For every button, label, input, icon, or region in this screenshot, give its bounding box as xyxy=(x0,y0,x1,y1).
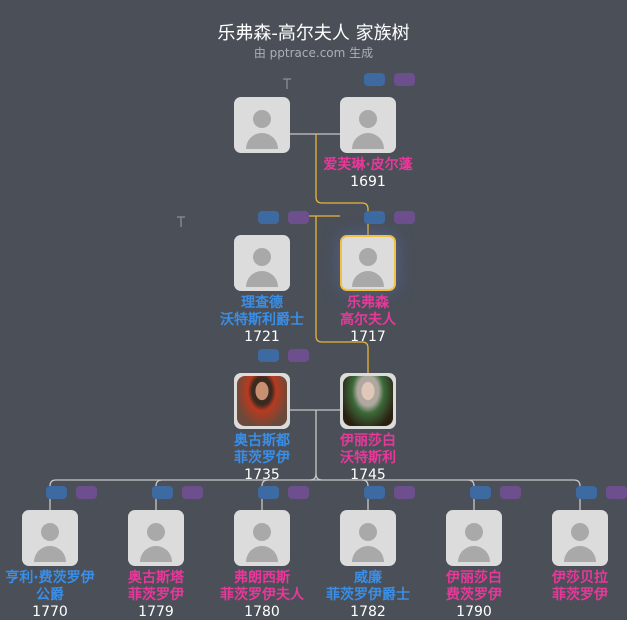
avatar-placeholder-icon xyxy=(147,523,165,541)
parent-tag-mother[interactable] xyxy=(182,486,203,499)
person-name: 菲茨罗伊 xyxy=(552,587,608,603)
person-name: 奥古斯都 xyxy=(234,433,290,449)
person-name: 理查德 xyxy=(241,295,283,311)
parent-tag-father[interactable] xyxy=(258,349,279,362)
person-name: 乐弗森 xyxy=(347,295,389,311)
person-card[interactable] xyxy=(446,510,502,566)
avatar-placeholder-body xyxy=(458,546,490,562)
person-name: 菲茨罗伊夫人 xyxy=(220,587,304,603)
person-card[interactable] xyxy=(234,235,290,291)
person-name: 弗朗西斯 xyxy=(234,570,290,586)
avatar-placeholder-icon xyxy=(359,110,377,128)
person-card[interactable] xyxy=(234,97,290,153)
page-subtitle: 由 pptrace.com 生成 xyxy=(253,46,374,60)
avatar-placeholder-body xyxy=(564,546,596,562)
parent-tag-mother[interactable] xyxy=(394,486,415,499)
birth-year: 1770 xyxy=(32,604,68,620)
person-name: 高尔夫人 xyxy=(340,312,396,328)
birth-year: 1691 xyxy=(350,174,386,190)
parent-tag-father[interactable] xyxy=(46,486,67,499)
parent-tag-father[interactable] xyxy=(258,486,279,499)
parent-tag-mother[interactable] xyxy=(500,486,521,499)
person-name: 威廉 xyxy=(354,570,382,586)
person-name: 伊丽莎白 xyxy=(340,433,396,449)
avatar-placeholder-icon xyxy=(465,523,483,541)
avatar-placeholder-body xyxy=(140,546,172,562)
descent-line-gen1 xyxy=(315,134,369,235)
parent-tag-father[interactable] xyxy=(364,73,385,86)
parent-tag-mother[interactable] xyxy=(288,486,309,499)
birth-year: 1745 xyxy=(350,467,386,483)
person-name: 沃特斯利爵士 xyxy=(220,312,304,328)
person-name: 沃特斯利 xyxy=(340,450,396,466)
person-card[interactable] xyxy=(340,373,396,429)
parent-tag-father[interactable] xyxy=(470,486,491,499)
avatar-placeholder-body xyxy=(352,271,384,287)
birth-year: 1779 xyxy=(138,604,174,620)
person-card[interactable] xyxy=(340,510,396,566)
avatar-placeholder-body xyxy=(246,546,278,562)
avatar-placeholder-icon xyxy=(41,523,59,541)
avatar-placeholder-body xyxy=(352,546,384,562)
person-name: 费茨罗伊 xyxy=(446,587,502,603)
page-title: 乐弗森-高尔夫人 家族树 xyxy=(217,23,410,44)
person-card[interactable] xyxy=(552,510,608,566)
person-name: 伊丽莎白 xyxy=(446,570,502,586)
avatar-placeholder-icon xyxy=(253,523,271,541)
descent-line-gen2 xyxy=(315,216,369,373)
birth-year: 1790 xyxy=(456,604,492,620)
avatar-placeholder-icon xyxy=(359,523,377,541)
person-card[interactable] xyxy=(340,235,396,291)
person-name: 菲茨罗伊 xyxy=(128,587,184,603)
avatar-placeholder-body xyxy=(246,271,278,287)
parent-tag-father[interactable] xyxy=(576,486,597,499)
avatar-placeholder-icon xyxy=(571,523,589,541)
avatar-placeholder-icon xyxy=(359,248,377,266)
avatar-placeholder-body xyxy=(246,133,278,149)
birth-year: 1780 xyxy=(244,604,280,620)
person-name: 爱芙琳·皮尔蓬 xyxy=(323,157,413,173)
avatar-placeholder-body xyxy=(352,133,384,149)
parent-tag-mother[interactable] xyxy=(76,486,97,499)
birth-year: 1721 xyxy=(244,329,280,345)
birth-year: 1717 xyxy=(350,329,386,345)
person-card[interactable] xyxy=(128,510,184,566)
birth-year: 1735 xyxy=(244,467,280,483)
portrait-photo xyxy=(343,376,393,426)
person-card[interactable] xyxy=(234,510,290,566)
parent-tag-father[interactable] xyxy=(258,211,279,224)
avatar-placeholder-icon xyxy=(253,248,271,266)
parent-tag-father[interactable] xyxy=(364,211,385,224)
parent-tag-mother[interactable] xyxy=(394,73,415,86)
parent-tag-father[interactable] xyxy=(364,486,385,499)
parent-tag-mother[interactable] xyxy=(606,486,627,499)
portrait-photo xyxy=(237,376,287,426)
person-card[interactable] xyxy=(22,510,78,566)
parent-tag-mother[interactable] xyxy=(288,349,309,362)
parent-tag-mother[interactable] xyxy=(394,211,415,224)
avatar-placeholder-icon xyxy=(253,110,271,128)
person-name: 公爵 xyxy=(36,587,64,603)
parent-tag-father[interactable] xyxy=(152,486,173,499)
person-card[interactable] xyxy=(234,373,290,429)
person-card[interactable] xyxy=(340,97,396,153)
person-name: 亨利·费茨罗伊 xyxy=(5,570,95,586)
parent-tag-mother[interactable] xyxy=(288,211,309,224)
person-name: 菲茨罗伊爵士 xyxy=(326,587,410,603)
person-name: 伊莎贝拉 xyxy=(552,570,608,586)
birth-year: 1782 xyxy=(350,604,386,620)
person-name: 菲茨罗伊 xyxy=(234,450,290,466)
avatar-placeholder-body xyxy=(34,546,66,562)
person-name: 奥古斯塔 xyxy=(128,570,184,586)
